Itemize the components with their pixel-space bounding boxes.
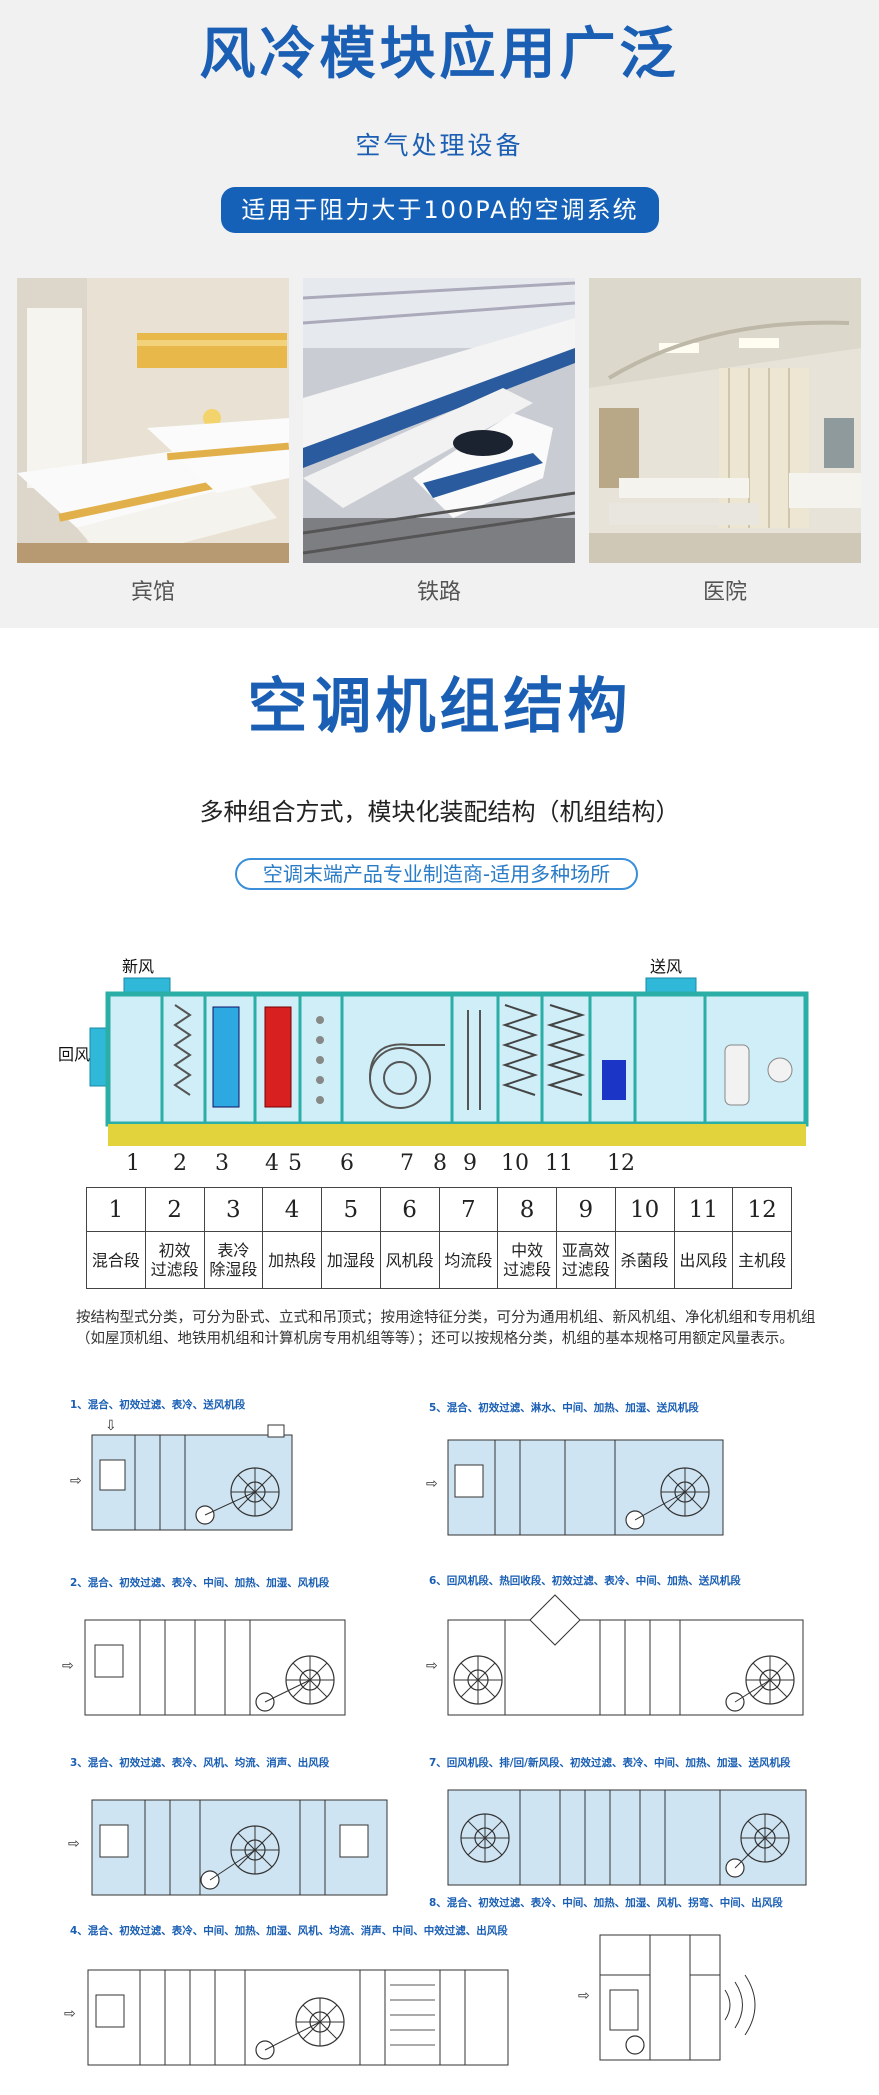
- diagram-number-6: 6: [340, 1151, 354, 1170]
- structure-subtitle: 多种组合方式，模块化装配结构（机组结构）: [199, 798, 680, 826]
- main-motor-icon: [767, 1057, 793, 1083]
- heating-coil-icon: [264, 1006, 292, 1108]
- application-subtitle: 空气处理设备: [355, 131, 524, 160]
- svg-text:⇨: ⇨: [578, 1988, 590, 2004]
- return-air-label: 回风: [58, 1045, 90, 1064]
- table-label-cell: 主机段: [732, 1231, 792, 1289]
- hotel-room-photo: [17, 278, 289, 563]
- classification-paragraph: 按结构型式分类，可分为卧式、立式和吊顶式；按用途特征分类，可分为通用机组、新风机…: [76, 1310, 816, 1347]
- train-station-photo: [303, 278, 575, 563]
- config-diagram-8: ⇨: [578, 1934, 756, 2061]
- fan-icon: [369, 1043, 445, 1109]
- train-caption: 铁路: [416, 580, 461, 605]
- config-caption-3: 3、混合、初效过滤、表冷、风机、均流、消声、出风段: [70, 1757, 330, 1769]
- svg-text:⇩: ⇩: [105, 1418, 117, 1434]
- diagram-number-10: 10: [501, 1151, 529, 1170]
- config-diagram-7: [447, 1789, 807, 1886]
- table-number-cell: 8: [497, 1187, 557, 1232]
- config-caption-2: 2、混合、初效过滤、表冷、中间、加热、加湿、风机段: [70, 1577, 330, 1589]
- table-label-cell: 加热段: [262, 1231, 322, 1289]
- supply-air-label: 送风: [650, 957, 682, 976]
- flow-equalizer-icon: [467, 1010, 481, 1110]
- diagram-number-12: 12: [607, 1151, 635, 1170]
- table-label-cell: 风机段: [379, 1231, 440, 1289]
- config-caption-1: 1、混合、初效过滤、表冷、送风机段: [70, 1399, 246, 1411]
- config-caption-6: 6、回风机段、热回收段、初效过滤、表冷、中间、加热、送风机段: [429, 1575, 741, 1587]
- diagram-number-9: 9: [463, 1151, 477, 1170]
- diagram-number-4: 4: [265, 1151, 279, 1170]
- svg-text:⇨: ⇨: [426, 1476, 438, 1492]
- table-number-cell: 1: [86, 1187, 146, 1232]
- table-number-cell: 4: [262, 1187, 322, 1232]
- svg-text:⇨: ⇨: [62, 1658, 74, 1674]
- table-number-cell: 5: [321, 1187, 381, 1232]
- table-number-cell: 7: [438, 1187, 499, 1232]
- compressor-icon: [724, 1044, 750, 1106]
- cooling-coil-icon: [212, 1006, 240, 1108]
- config-diagram-2: ⇨: [62, 1619, 346, 1716]
- primary-filter-icon: [173, 1004, 192, 1096]
- fresh-air-label: 新风: [122, 957, 154, 976]
- structure-pill: 空调末端产品专业制造商-适用多种场所: [235, 858, 638, 890]
- config-diagram-5: ⇨: [426, 1439, 724, 1536]
- svg-text:⇨: ⇨: [426, 1658, 438, 1674]
- table-label-cell: 亚高效过滤段: [556, 1231, 616, 1289]
- config-diagram-6: ⇨: [426, 1594, 804, 1716]
- table-label-cell: 初效过滤段: [144, 1231, 205, 1289]
- table-label-cell: 表冷除湿段: [203, 1231, 264, 1289]
- diagram-number-8: 8: [433, 1151, 447, 1170]
- table-label-cell: 混合段: [86, 1231, 146, 1289]
- hospital-caption: 医院: [702, 580, 747, 605]
- hotel-caption: 宾馆: [130, 580, 175, 605]
- structure-title: 空调机组结构: [247, 672, 632, 742]
- svg-text:⇨: ⇨: [64, 2006, 76, 2022]
- config-caption-5: 5、混合、初效过滤、淋水、中间、加热、加湿、送风机段: [429, 1402, 699, 1414]
- table-number-cell: 12: [732, 1187, 792, 1232]
- diagram-number-11: 11: [545, 1151, 573, 1170]
- application-pill: 适用于阻力大于100PA的空调系统: [221, 187, 659, 233]
- config-caption-4: 4、混合、初效过滤、表冷、中间、加热、加湿、风机、均流、消声、中间、中效过滤、出…: [70, 1925, 508, 1937]
- diagram-number-2: 2: [173, 1151, 187, 1170]
- sub-hepa-filter-icon: [546, 1004, 586, 1096]
- svg-text:⇨: ⇨: [68, 1836, 80, 1852]
- table-label-cell: 加湿段: [321, 1231, 381, 1289]
- diagram-number-3: 3: [215, 1151, 229, 1170]
- application-title: 风冷模块应用广泛: [199, 22, 680, 87]
- table-label-cell: 中效过滤段: [497, 1231, 557, 1289]
- config-caption-7: 7、回风机段、排/回/新风段、初效过滤、表冷、中间、加热、加湿、送风机段: [429, 1757, 791, 1769]
- humidifier-icon: [316, 1016, 324, 1104]
- hospital-ward-photo: [589, 278, 861, 563]
- table-label-cell: 均流段: [438, 1231, 499, 1289]
- svg-text:⇨: ⇨: [70, 1473, 82, 1489]
- config-diagram-3: ⇨: [68, 1799, 388, 1896]
- config-caption-8: 8、混合、初效过滤、表冷、中间、加热、加湿、风机、拐弯、中间、出风段: [429, 1897, 783, 1909]
- table-label-cell: 杀菌段: [614, 1231, 675, 1289]
- diagram-number-1: 1: [126, 1151, 140, 1170]
- config-diagram-4: ⇨: [64, 1969, 509, 2066]
- sterilizer-icon: [602, 1060, 626, 1100]
- medium-filter-icon: [501, 1004, 539, 1096]
- diagram-number-5: 5: [288, 1151, 302, 1170]
- diagram-number-7: 7: [400, 1151, 414, 1170]
- config-diagram-1: ⇨⇩: [70, 1418, 293, 1531]
- table-number-cell: 11: [673, 1187, 734, 1232]
